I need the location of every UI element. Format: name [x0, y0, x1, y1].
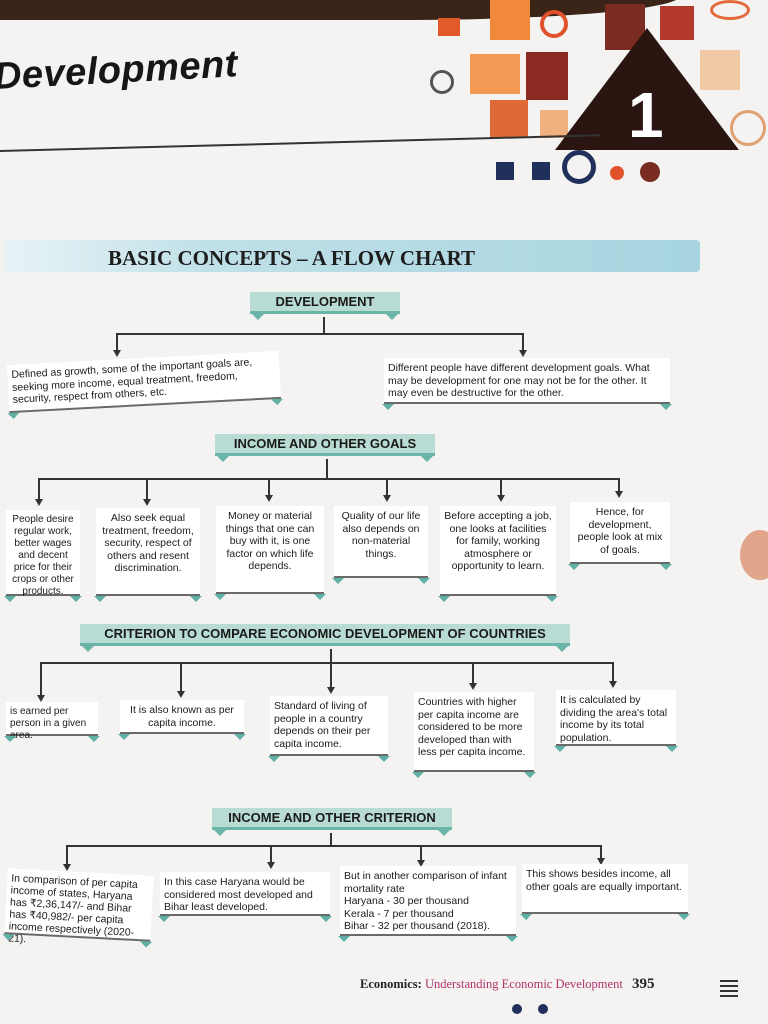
- connector: [420, 845, 422, 861]
- connector: [500, 478, 502, 496]
- connector: [612, 662, 614, 682]
- decorative-dot: [740, 530, 768, 580]
- connector: [116, 333, 118, 351]
- arrow: [519, 350, 527, 357]
- arrow: [383, 495, 391, 502]
- connector: [600, 845, 602, 859]
- arrow: [37, 695, 45, 702]
- connector: [330, 833, 332, 845]
- chapter-number-triangle: [555, 28, 739, 150]
- goal-job-facilities: Before accepting a job, one looks at fac…: [438, 506, 558, 602]
- arrow: [469, 683, 477, 690]
- goal-non-material: Quality of our life also depends on non-…: [332, 506, 430, 584]
- connector: [116, 333, 524, 335]
- footer-book: Economics:: [360, 977, 422, 991]
- header-income-other-criterion: INCOME AND OTHER CRITERION: [212, 808, 452, 836]
- connector: [38, 478, 40, 500]
- decorative-dot: [512, 1004, 522, 1014]
- criterion-standard-of-living: Standard of living of people in a countr…: [268, 696, 390, 762]
- connector: [66, 845, 602, 847]
- chapter-number: 1: [628, 79, 664, 151]
- menu-icon: [720, 980, 738, 1000]
- criterion-state-comparison: In comparison of per capita income of st…: [4, 868, 154, 945]
- arrow: [113, 350, 121, 357]
- criterion-higher-income: Countries with higher per capita income …: [412, 692, 536, 778]
- connector: [270, 845, 272, 863]
- header-income-other-goals: INCOME AND OTHER GOALS: [215, 434, 435, 462]
- arrow: [417, 860, 425, 867]
- connector: [40, 662, 614, 664]
- connector: [146, 478, 148, 500]
- arrow: [497, 495, 505, 502]
- criterion-earned-per-person: is earned per person in a given area.: [4, 702, 100, 742]
- goal-equal-treatment: Also seek equal treatment, freedom, secu…: [94, 508, 202, 602]
- banner-title: BASIC CONCEPTS – A FLOW CHART: [108, 246, 476, 270]
- development-definition: Defined as growth, some of the important…: [6, 350, 282, 414]
- goal-regular-work: People desire regular work, better wages…: [4, 510, 82, 602]
- connector: [330, 649, 332, 663]
- arrow: [267, 862, 275, 869]
- arrow: [609, 681, 617, 688]
- arrow: [265, 495, 273, 502]
- criterion-infant-mortality: But in another comparison of infant mort…: [338, 866, 518, 942]
- chapter-title: Development: [0, 43, 239, 98]
- flowchart-banner: BASIC CONCEPTS – A FLOW CHART: [4, 240, 700, 272]
- connector: [618, 478, 620, 492]
- decorative-dot: [538, 1004, 548, 1014]
- goal-money: Money or material things that one can bu…: [214, 506, 326, 600]
- connector: [38, 478, 620, 480]
- header-criterion: CRITERION TO COMPARE ECONOMIC DEVELOPMEN…: [80, 624, 570, 652]
- connector: [40, 662, 42, 696]
- page-number: 395: [631, 976, 655, 992]
- connector: [66, 845, 68, 865]
- arrow: [143, 499, 151, 506]
- connector: [386, 478, 388, 496]
- connector: [522, 333, 524, 351]
- arrow: [35, 499, 43, 506]
- criterion-haryana-developed: In this case Haryana would be considered…: [158, 872, 332, 922]
- arrow: [615, 491, 623, 498]
- connector: [330, 662, 332, 688]
- connector: [323, 317, 325, 333]
- page-footer: Economics: Understanding Economic Develo…: [360, 976, 654, 993]
- connector: [180, 662, 182, 692]
- goal-mix: Hence, for development, people look at m…: [568, 502, 672, 570]
- criterion-per-capita: It is also known as per capita income.: [118, 700, 246, 740]
- arrow: [177, 691, 185, 698]
- connector: [268, 478, 270, 496]
- arrow: [597, 858, 605, 865]
- criterion-calculation: It is calculated by dividing the area's …: [554, 690, 678, 752]
- connector: [472, 662, 474, 684]
- development-different-goals: Different people have different developm…: [382, 358, 672, 410]
- criterion-other-goals-important: This shows besides income, all other goa…: [520, 864, 690, 920]
- connector: [326, 459, 328, 479]
- footer-subject: Understanding Economic Development: [424, 977, 623, 991]
- arrow: [63, 864, 71, 871]
- arrow: [327, 687, 335, 694]
- header-development: DEVELOPMENT: [250, 292, 400, 320]
